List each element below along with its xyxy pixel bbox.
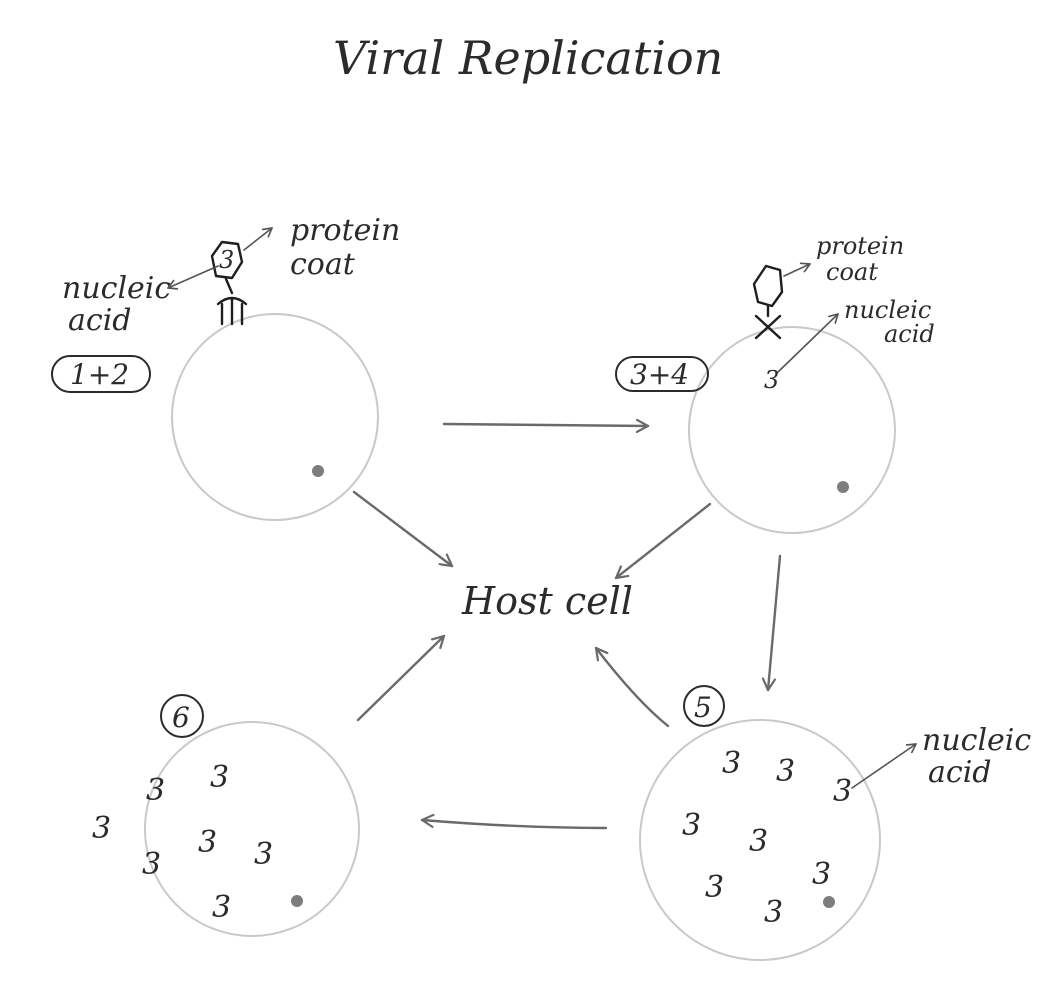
arrow-stage5-to-host-cell	[594, 646, 670, 728]
nucleic-acid-glyph: 3	[146, 773, 165, 808]
nucleic-acid-glyph: 3	[92, 811, 111, 846]
protein-coat-pointer	[783, 262, 811, 277]
nucleic-acid-glyph: 3	[210, 760, 229, 795]
cell-nucleus	[291, 895, 303, 907]
host-cell-center-label: Host cell	[461, 579, 633, 623]
host-cell-stage-1-2	[171, 313, 379, 521]
arrow-stage12-to-stage34	[442, 424, 650, 426]
host-cell-stage-5	[639, 719, 881, 961]
protein-coat-label-line2: coat	[826, 258, 878, 286]
arrow-stage34-to-stage5	[768, 554, 782, 692]
stage-3-4: 3 3+4 protein coat nucleic acid	[615, 232, 935, 534]
protein-coat-pointer	[243, 227, 273, 251]
cell-nucleus	[823, 896, 835, 908]
stage-badge	[615, 356, 709, 392]
nucleic-acid-pointer	[851, 743, 917, 789]
arrow-stage5-to-stage6	[420, 820, 608, 830]
host-cell-stage-6	[144, 721, 360, 937]
nucleic-acid-glyph: 3	[254, 837, 273, 872]
arrow-stage12-to-host-cell	[352, 490, 454, 568]
cell-nucleus	[312, 465, 324, 477]
arrow-stage34-to-host-cell	[614, 502, 712, 580]
nucleic-acid-pointer	[167, 265, 219, 290]
nucleic-acid-glyph: 3	[812, 857, 831, 892]
stage-badge	[683, 685, 725, 727]
protein-coat-label-line2: coat	[290, 247, 356, 282]
nucleic-acid-label-line1: nucleic	[922, 723, 1031, 758]
nucleic-acid-label-line1: nucleic	[62, 271, 171, 306]
stage-badge	[160, 694, 204, 738]
nucleic-acid-glyph: 3	[142, 847, 161, 882]
nucleic-acid-glyph: 3	[198, 825, 217, 860]
bacteriophage-icon	[210, 240, 248, 326]
stage-5: 5 3 3 3 3 3 3 3 3 nucleic acid	[639, 685, 1031, 961]
arrow-stage6-to-host-cell	[356, 634, 446, 722]
nucleic-acid-glyph: 3	[722, 746, 741, 781]
stage-badge-label: 1+2	[70, 358, 129, 391]
nucleic-acid-glyph: 3	[749, 824, 768, 859]
nucleic-acid-glyph: 3	[682, 808, 701, 843]
protein-coat-label-line1: protein	[816, 232, 904, 260]
host-cell-stage-3-4	[688, 326, 896, 534]
nucleic-acid-label-line2: acid	[928, 755, 992, 790]
nucleic-acid-glyph: 3	[764, 895, 783, 930]
stage-badge-label: 3+4	[630, 358, 689, 391]
stage-badge-label: 6	[172, 701, 190, 734]
stage-6: 6 3 3 3 3 3 3 3	[92, 694, 360, 937]
nucleic-acid-label-line2: acid	[884, 320, 935, 348]
protein-coat-label-line1: protein	[290, 213, 400, 248]
nucleic-acid-glyph: 3	[776, 754, 795, 789]
nucleic-acid-glyph: 3	[764, 366, 779, 394]
stage-badge	[51, 355, 151, 393]
nucleic-acid-pointer	[777, 313, 839, 373]
bacteriophage-icon	[752, 264, 784, 340]
nucleic-acid-glyph: 3	[219, 246, 234, 274]
diagram-title: Viral Replication	[333, 31, 723, 85]
nucleic-acid-label-line1: nucleic	[844, 296, 931, 324]
nucleic-acid-label-line2: acid	[68, 303, 132, 338]
nucleic-acid-glyph: 3	[705, 870, 724, 905]
stage-badge-label: 5	[694, 691, 712, 724]
nucleic-acid-glyph: 3	[833, 774, 852, 809]
cell-nucleus	[837, 481, 849, 493]
nucleic-acid-glyph: 3	[212, 890, 231, 925]
stage-1-2: 3 1+2 protein coat nucleic acid	[51, 213, 400, 521]
